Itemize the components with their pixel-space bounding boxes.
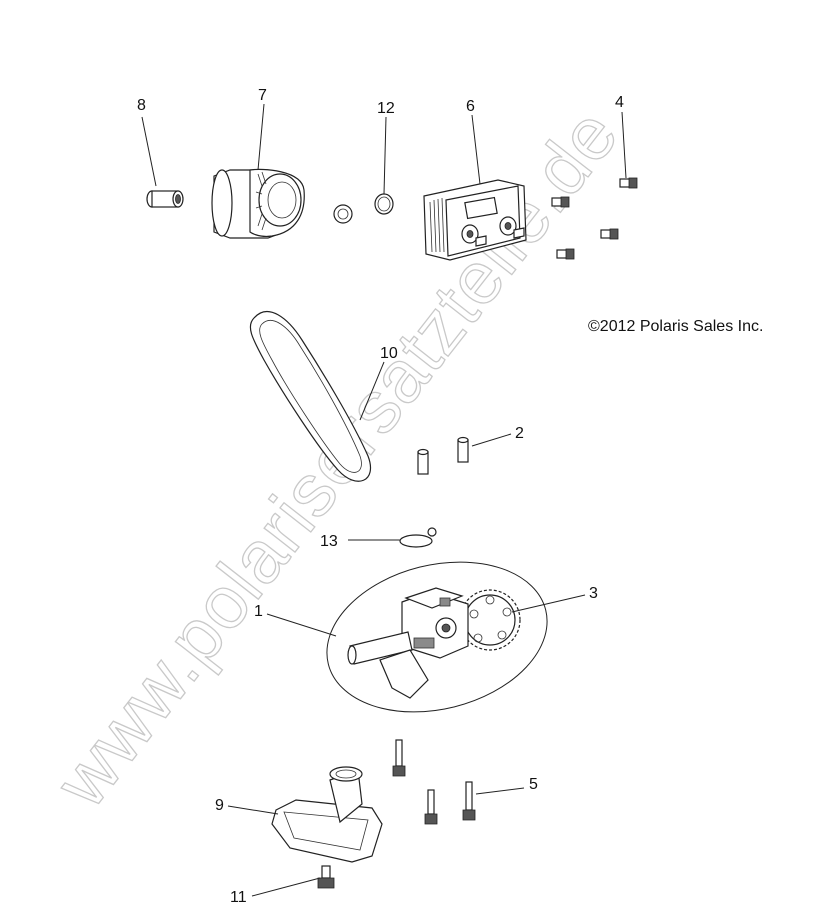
callout-3: 3 [589, 585, 598, 602]
part-11-plug [317, 865, 335, 889]
callout-5: 5 [529, 776, 538, 793]
seal-ring [333, 204, 353, 224]
part-9-strainer [271, 766, 383, 863]
part-2-dowel-pins [417, 436, 469, 475]
copyright-text: ©2012 Polaris Sales Inc. [588, 318, 763, 335]
part-7-oil-filter [211, 168, 305, 239]
callout-1: 1 [254, 603, 263, 620]
part-10-belt [249, 311, 371, 482]
part-4-screws [551, 177, 638, 260]
part-5-bolts [392, 739, 476, 825]
part-8-sleeve [146, 190, 184, 208]
callout-4: 4 [615, 94, 624, 111]
callout-11: 11 [230, 889, 247, 906]
part-3-sprocket [459, 589, 521, 651]
part-6-oil-cooler [423, 179, 527, 261]
callout-2: 2 [515, 425, 524, 442]
callout-9: 9 [215, 797, 224, 814]
callout-8: 8 [137, 97, 146, 114]
callout-13: 13 [320, 533, 338, 550]
callout-10: 10 [380, 345, 398, 362]
callout-7: 7 [258, 87, 267, 104]
leader-lines [141, 103, 627, 897]
callout-12: 12 [377, 100, 395, 117]
part-1-oil-pump-assembly [326, 561, 548, 713]
part-13-clip [399, 527, 437, 548]
callout-6: 6 [466, 98, 475, 115]
part-12-o-ring [374, 193, 394, 215]
